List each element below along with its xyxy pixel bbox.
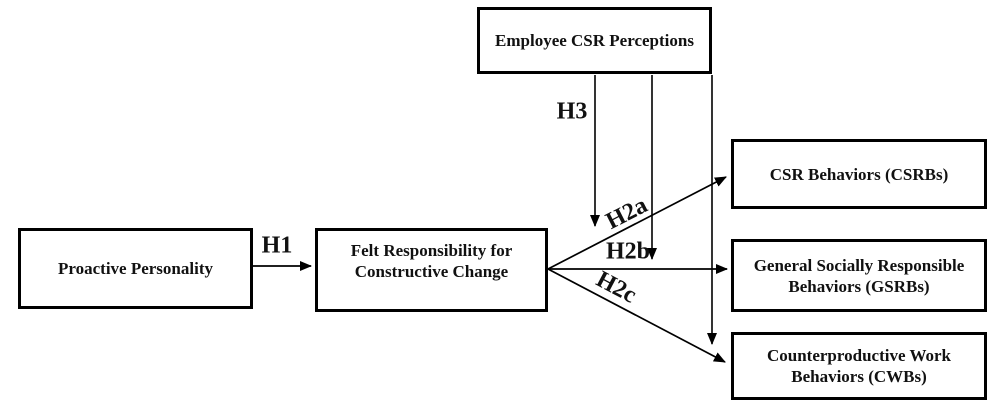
node-csr-behaviors-label: CSR Behaviors (CSRBs) xyxy=(769,164,949,184)
node-proactive-personality: Proactive Personality xyxy=(18,228,253,309)
node-cwb: Counterproductive Work Behaviors (CWBs) xyxy=(731,332,987,400)
node-csr-behaviors: CSR Behaviors (CSRBs) xyxy=(731,139,987,209)
node-gsrb-label: General Socially Responsible Behaviors (… xyxy=(753,255,965,296)
hypothesis-label-h3: H3 xyxy=(556,98,588,125)
node-proactive-personality-label: Proactive Personality xyxy=(57,259,213,278)
h2a-arrow xyxy=(547,176,727,270)
node-felt-responsibility: Felt Responsibility for Constructive Cha… xyxy=(315,228,548,312)
node-felt-responsibility-label: Felt Responsibility for Constructive Cha… xyxy=(350,241,513,281)
node-cwb-label: Counterproductive Work Behaviors (CWBs) xyxy=(766,346,952,386)
node-gsrb: General Socially Responsible Behaviors (… xyxy=(731,239,987,312)
hypothesis-label-h1: H1 xyxy=(261,232,293,259)
node-employee-csr-perceptions: Employee CSR Perceptions xyxy=(477,7,712,74)
h2c-arrow xyxy=(547,268,726,363)
node-employee-csr-perceptions-label: Employee CSR Perceptions xyxy=(495,31,694,50)
hypothesis-label-h2b: H2b xyxy=(605,238,651,265)
